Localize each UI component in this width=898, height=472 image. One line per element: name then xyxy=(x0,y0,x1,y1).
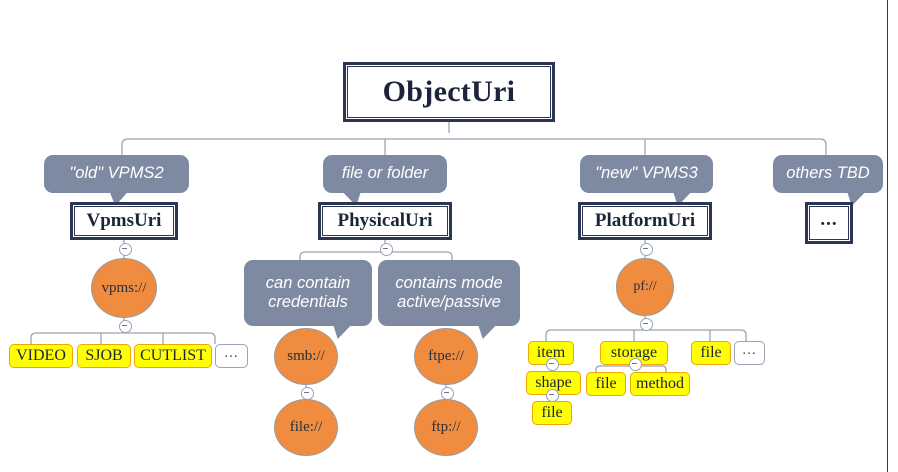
node-smb-scheme-label: smb:// xyxy=(287,348,325,364)
node-file-scheme[interactable]: file:// xyxy=(274,399,338,456)
annotation-file-or-folder: file or folder xyxy=(323,155,447,206)
annotation-mode-line1: contains mode xyxy=(395,273,503,292)
annotation-old-vpms2: "old" VPMS2 xyxy=(44,155,189,206)
leaf-more-platform-label: ... xyxy=(742,342,757,358)
leaf-sjob[interactable]: SJOB xyxy=(77,344,131,368)
node-ftp-scheme[interactable]: ftp:// xyxy=(414,399,478,456)
leaf-item-label: item xyxy=(536,343,566,361)
node-ftp-scheme-label: ftp:// xyxy=(431,419,461,435)
node-vpms-scheme-label: vpms:// xyxy=(101,279,147,296)
node-objecturi-label: ObjectUri xyxy=(382,75,516,108)
annotation-others-tbd: others TBD xyxy=(773,155,883,206)
leaf-file-top[interactable]: file xyxy=(691,341,731,365)
leaf-file-under-storage-label: file xyxy=(595,374,617,392)
node-objecturi[interactable]: ObjectUri xyxy=(343,62,555,122)
collapse-toggle-physicaluri[interactable] xyxy=(380,243,393,256)
annotation-contains-mode: contains mode active/passive xyxy=(378,260,520,339)
leaf-file-top-label: file xyxy=(700,343,722,361)
leaf-cutlist-label: CUTLIST xyxy=(140,346,206,364)
node-platformuri[interactable]: PlatformUri xyxy=(578,202,712,240)
annotation-old-vpms2-label: "old" VPMS2 xyxy=(69,164,164,183)
leaf-shape-label: shape xyxy=(535,373,572,391)
leaf-method[interactable]: method xyxy=(630,372,690,396)
leaf-more-platform[interactable]: ... xyxy=(734,341,765,365)
node-physicaluri-label: PhysicalUri xyxy=(337,210,433,231)
collapse-toggle-vpmsuri[interactable] xyxy=(119,243,132,256)
annotation-credentials-line2: credentials xyxy=(268,293,348,311)
leaf-cutlist[interactable]: CUTLIST xyxy=(134,344,212,368)
leaf-video[interactable]: VIDEO xyxy=(9,344,73,368)
collapse-toggle-pf[interactable] xyxy=(640,318,653,331)
annotation-file-or-folder-label: file or folder xyxy=(341,164,429,183)
collapse-toggle-vpms-scheme[interactable] xyxy=(119,320,132,333)
leaf-method-label: method xyxy=(636,374,684,392)
node-pf-scheme[interactable]: pf:// xyxy=(616,258,674,316)
node-vpms-scheme[interactable]: vpms:// xyxy=(91,258,157,318)
node-vpmsuri[interactable]: VpmsUri xyxy=(70,202,178,240)
collapse-toggle-item[interactable] xyxy=(546,358,559,371)
leaf-file-under-shape[interactable]: file xyxy=(532,401,572,425)
callout-tail xyxy=(474,325,497,339)
page-border-rule xyxy=(887,0,888,472)
node-others-placeholder-label: ... xyxy=(820,209,838,230)
annotation-credentials-line1: can contain xyxy=(265,273,351,292)
annotation-new-vpms3-label: "new" VPMS3 xyxy=(595,164,698,183)
node-vpmsuri-label: VpmsUri xyxy=(86,210,162,231)
leaf-storage-label: storage xyxy=(610,343,658,361)
leaf-more-vpms-label: ... xyxy=(224,345,239,361)
node-others-placeholder[interactable]: ... xyxy=(805,202,853,244)
node-smb-scheme[interactable]: smb:// xyxy=(274,328,338,385)
node-physicaluri[interactable]: PhysicalUri xyxy=(318,202,452,240)
annotation-others-tbd-label: others TBD xyxy=(786,164,870,183)
annotation-mode-line2: active/passive xyxy=(397,293,501,311)
leaf-item[interactable]: item xyxy=(528,341,574,365)
node-ftpe-scheme[interactable]: ftpe:// xyxy=(414,328,478,385)
node-file-scheme-label: file:// xyxy=(289,419,323,435)
leaf-file-under-storage[interactable]: file xyxy=(586,372,626,396)
leaf-more-vpms[interactable]: ... xyxy=(215,344,248,368)
leaf-video-label: VIDEO xyxy=(16,346,66,364)
node-pf-scheme-label: pf:// xyxy=(633,279,657,294)
annotation-can-contain-credentials: can contain credentials xyxy=(244,260,372,339)
callout-tail xyxy=(328,325,352,339)
leaf-sjob-label: SJOB xyxy=(85,346,123,364)
node-ftpe-scheme-label: ftpe:// xyxy=(428,348,464,364)
annotation-new-vpms3: "new" VPMS3 xyxy=(580,155,713,206)
leaf-file-under-shape-label: file xyxy=(541,403,563,421)
collapse-toggle-platformuri[interactable] xyxy=(640,243,653,256)
node-platformuri-label: PlatformUri xyxy=(594,210,696,231)
collapse-toggle-storage[interactable] xyxy=(629,358,642,371)
